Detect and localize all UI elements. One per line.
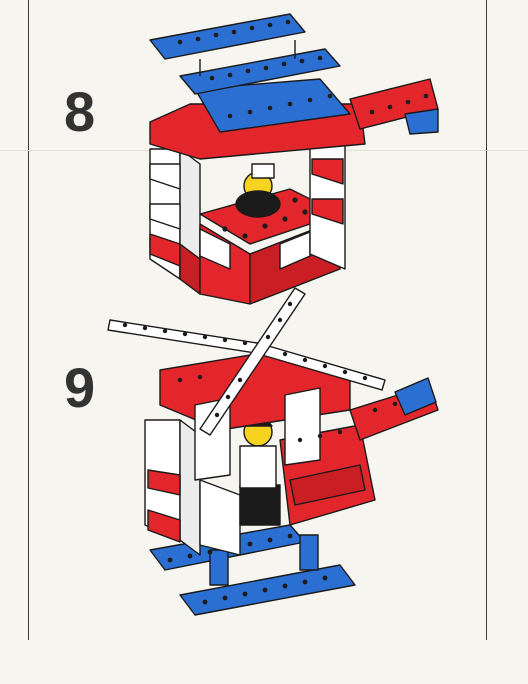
- rotor-blade-left: [107, 319, 271, 356]
- black-control-brick: [239, 484, 281, 526]
- step-9-number: 9: [64, 356, 96, 419]
- step-9-illustration: [100, 280, 450, 630]
- blue-top-brick: [149, 13, 306, 60]
- right-margin-line: [486, 0, 487, 640]
- blue-skid-front: [179, 564, 356, 616]
- left-margin-line: [28, 0, 29, 640]
- stud-marks: [122, 301, 398, 605]
- pilot-torso: [239, 445, 277, 489]
- step-8-build-drawing: [149, 13, 439, 305]
- blue-tail-fin: [404, 108, 439, 135]
- step-8-number: 8: [64, 80, 96, 143]
- blue-roof-plate: [194, 78, 351, 133]
- pilot-seat: [235, 190, 281, 218]
- pilot-torso: [251, 163, 275, 179]
- blue-tail-fin: [394, 377, 437, 416]
- stud-marks: [177, 19, 429, 239]
- step-9-build-drawing: [107, 287, 439, 616]
- step-8-illustration: [140, 4, 450, 305]
